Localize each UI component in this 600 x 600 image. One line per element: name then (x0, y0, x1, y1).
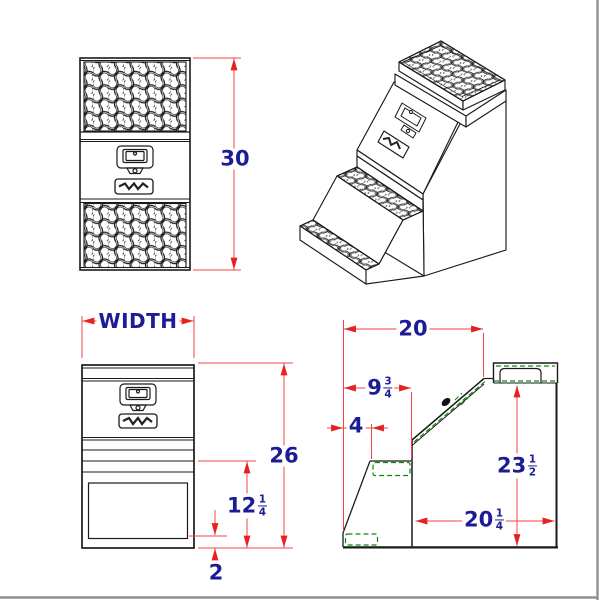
isometric-view (299, 40, 507, 285)
side-view-dims (327, 320, 555, 546)
tread-plate-bottom (83, 202, 187, 269)
tread-plate-top (83, 61, 187, 132)
slope-latch-edge (441, 397, 451, 407)
dim-label-30: 30 (218, 146, 252, 171)
side-top-cap (492, 362, 559, 384)
paddle-latch-icon (119, 383, 157, 412)
side-view-hidden-lines (344, 365, 556, 546)
cap-handle-cutout (499, 367, 542, 383)
dim-label-2: 2 (206, 560, 226, 585)
front-view-full (79, 57, 191, 271)
dim-label-4: 4 (346, 413, 366, 438)
brand-logo-badge (114, 178, 154, 195)
paddle-latch-icon (116, 145, 154, 175)
front-view-lower (81, 364, 195, 549)
step-recess (87, 482, 189, 540)
brand-logo-badge (118, 413, 158, 429)
iso-brand-logo-badge (377, 130, 410, 159)
side-view (342, 362, 559, 549)
dim-label-width: WIDTH (96, 309, 180, 333)
dim-label-26: 26 (267, 443, 301, 468)
dim-label-20: 20 (396, 316, 430, 341)
iso-paddle-latch-icon (394, 102, 427, 139)
